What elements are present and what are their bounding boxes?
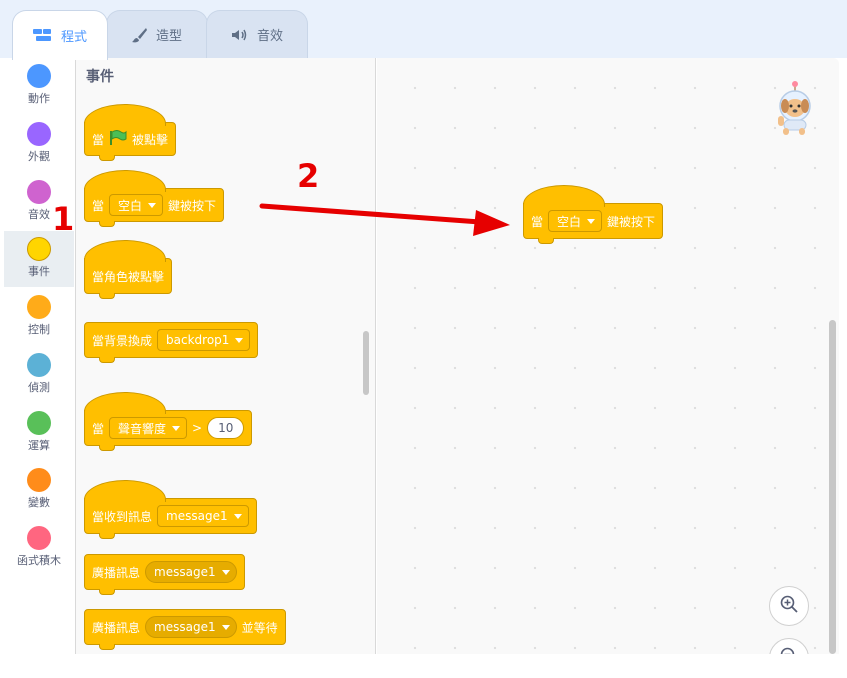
palette-scrollbar[interactable] — [363, 331, 369, 395]
workspace-scrollbar[interactable] — [829, 320, 836, 654]
category-events[interactable]: 事件 — [4, 231, 74, 287]
category-motion[interactable]: 動作 — [4, 58, 74, 114]
operator-text: > — [192, 421, 203, 435]
block-text: 廣播訊息 — [92, 565, 141, 580]
category-label: 控制 — [28, 323, 50, 336]
sprite-thumbnail-icon — [769, 80, 813, 140]
chevron-down-icon — [148, 202, 157, 208]
category-label: 外觀 — [28, 150, 50, 163]
block-text: 鍵被按下 — [607, 214, 656, 229]
brush-icon — [131, 27, 148, 43]
category-dot — [27, 411, 51, 435]
annotation-step-2: 2 — [297, 157, 320, 195]
block-when-key-pressed[interactable]: 當 空白 鍵被按下 — [84, 170, 225, 227]
message-dropdown[interactable]: message1 — [145, 561, 237, 583]
tab-label: 程式 — [60, 30, 87, 45]
category-label: 函式積木 — [17, 554, 61, 567]
block-text: 當背景換成 — [92, 333, 153, 348]
dropdown-value: message1 — [154, 565, 216, 579]
speaker-icon — [231, 28, 249, 42]
code-workspace[interactable]: 當 空白 鍵被按下 — [377, 58, 839, 678]
dropdown-value: 聲音響度 — [118, 421, 167, 436]
block-text: 廣播訊息 — [92, 620, 141, 635]
tab-label: 音效 — [256, 29, 283, 44]
block-when-backdrop-switches[interactable]: 當背景換成 backdrop1 — [84, 322, 259, 363]
category-label: 動作 — [28, 92, 50, 105]
chevron-down-icon — [172, 425, 181, 431]
dropdown-value: message1 — [154, 620, 216, 634]
block-text: 被點擊 — [132, 132, 169, 147]
category-dot — [27, 180, 51, 204]
tab-costumes[interactable]: 造型 — [106, 10, 208, 58]
block-broadcast-and-wait[interactable]: 廣播訊息 message1 並等待 — [84, 609, 286, 650]
category-sound[interactable]: 音效 — [4, 174, 74, 230]
code-blocks-icon — [32, 28, 53, 43]
dropdown-value: message1 — [166, 509, 228, 523]
number-input[interactable]: 10 — [207, 417, 245, 439]
key-dropdown[interactable]: 空白 — [109, 194, 164, 216]
block-text: 當 — [531, 214, 544, 229]
category-label: 事件 — [28, 265, 50, 278]
tab-code[interactable]: 程式 — [12, 10, 108, 60]
category-label: 偵測 — [28, 381, 50, 394]
chevron-down-icon — [221, 569, 230, 575]
category-dot — [27, 353, 51, 377]
block-when-sprite-clicked[interactable]: 當角色被點擊 — [84, 240, 173, 299]
bottom-margin — [0, 654, 847, 678]
sensor-dropdown[interactable]: 聲音響度 — [109, 417, 188, 439]
block-text: 並等待 — [241, 620, 278, 635]
category-looks[interactable]: 外觀 — [4, 116, 74, 172]
category-my-blocks[interactable]: 函式積木 — [4, 520, 74, 576]
chevron-down-icon — [221, 624, 230, 630]
message-dropdown[interactable]: message1 — [145, 616, 237, 638]
dropdown-value: backdrop1 — [166, 333, 230, 347]
block-text: 當 — [92, 198, 105, 213]
tab-sounds[interactable]: 音效 — [206, 10, 308, 58]
category-label: 變數 — [28, 496, 50, 509]
workspace-block-when-key-pressed[interactable]: 當 空白 鍵被按下 — [523, 185, 664, 244]
block-text: 當收到訊息 — [92, 509, 153, 524]
chevron-down-icon — [235, 337, 244, 343]
block-palette: 事件 當 被點擊 當 空白 鍵被按下 當角色被點擊 當背景換成 backdrop… — [76, 58, 376, 654]
dropdown-value: 空白 — [557, 214, 582, 229]
block-text: 當 — [92, 132, 105, 147]
chevron-down-icon — [233, 513, 242, 519]
category-label: 運算 — [28, 439, 50, 452]
zoom-in-button[interactable] — [769, 586, 809, 626]
key-dropdown[interactable]: 空白 — [548, 210, 603, 232]
tab-label: 造型 — [155, 29, 182, 44]
palette-section-title: 事件 — [86, 69, 114, 85]
annotation-step-1: 1 — [52, 200, 75, 238]
category-label: 音效 — [28, 208, 50, 221]
zoom-in-icon — [779, 594, 799, 618]
category-dot — [27, 64, 51, 88]
dropdown-value: 空白 — [118, 198, 143, 213]
block-when-loudness-greater[interactable]: 當 聲音響度 > 10 — [84, 392, 253, 451]
block-when-flag-clicked[interactable]: 當 被點擊 — [84, 104, 177, 161]
category-variables[interactable]: 變數 — [4, 462, 74, 518]
backdrop-dropdown[interactable]: backdrop1 — [157, 329, 251, 351]
message-dropdown[interactable]: message1 — [157, 505, 249, 527]
block-text: 鍵被按下 — [168, 198, 217, 213]
category-dot — [27, 295, 51, 319]
category-operators[interactable]: 運算 — [4, 405, 74, 461]
block-text: 當 — [92, 421, 105, 436]
category-dot — [27, 237, 51, 261]
category-dot — [27, 526, 51, 550]
annotation-arrow-icon — [259, 203, 510, 236]
chevron-down-icon — [587, 218, 596, 224]
green-flag-icon — [109, 129, 127, 149]
category-control[interactable]: 控制 — [4, 289, 74, 345]
category-sidebar: 動作 外觀 音效 事件 控制 偵測 運算 變數 函式積木 — [0, 58, 76, 658]
block-broadcast[interactable]: 廣播訊息 message1 — [84, 554, 245, 595]
category-dot — [27, 468, 51, 492]
category-sensing[interactable]: 偵測 — [4, 347, 74, 403]
category-dot — [27, 122, 51, 146]
block-when-receive[interactable]: 當收到訊息 message1 — [84, 480, 257, 539]
block-text: 當角色被點擊 — [92, 269, 165, 284]
